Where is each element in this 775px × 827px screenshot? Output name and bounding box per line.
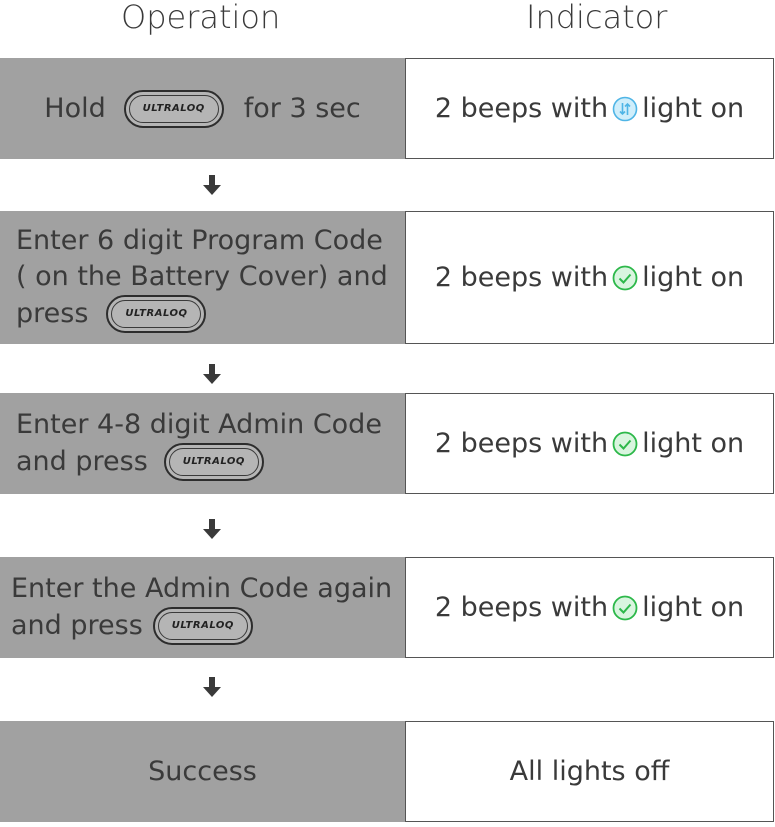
step-1-row: Hold ULTRALOQ for 3 sec 2 beeps with lig…	[0, 58, 774, 159]
down-arrow-icon	[203, 677, 221, 697]
step-2-op-line-2: ( on the Battery Cover) and	[16, 260, 388, 292]
step-3-indicator: 2 beeps with light on	[405, 393, 774, 494]
step-4-operation: Enter the Admin Code again and press ULT…	[0, 557, 405, 658]
step-4-indicator: 2 beeps with light on	[405, 557, 774, 658]
ultraloq-button-icon: ULTRALOQ	[123, 89, 224, 128]
step-4-ind-post: light on	[642, 592, 745, 623]
step-4-op-line-2: and press ULTRALOQ	[11, 606, 405, 645]
wifi-exchange-icon	[612, 96, 638, 121]
step-2-ind-pre: 2 beeps with	[434, 262, 609, 293]
step-1-op-text-pre: Hold	[44, 92, 106, 124]
step-3-ind-post: light on	[642, 428, 745, 459]
step-2-op-line-3: press ULTRALOQ	[16, 294, 405, 333]
step-1-operation: Hold ULTRALOQ for 3 sec	[0, 58, 405, 159]
step-1-indicator: 2 beeps with light on	[405, 58, 774, 159]
step-2-operation: Enter 6 digit Program Code ( on the Batt…	[0, 211, 405, 344]
step-3-operation: Enter 4-8 digit Admin Code and press ULT…	[0, 393, 405, 494]
success-label: Success	[148, 755, 257, 787]
step-3-row: Enter 4-8 digit Admin Code and press ULT…	[0, 393, 774, 494]
step-5-row: Success All lights off	[0, 721, 774, 822]
ultraloq-button-icon: ULTRALOQ	[152, 606, 253, 645]
step-5-indicator: All lights off	[405, 721, 774, 822]
operation-header: Operation	[121, 0, 281, 36]
step-3-op-line-2: and press ULTRALOQ	[16, 442, 405, 481]
step-3-op-line-1: Enter 4-8 digit Admin Code	[16, 408, 382, 440]
all-lights-off-label: All lights off	[509, 756, 670, 787]
step-2-indicator: 2 beeps with light on	[405, 211, 774, 344]
ultraloq-button-icon: ULTRALOQ	[106, 294, 207, 333]
step-2-op-line-1: Enter 6 digit Program Code	[16, 224, 383, 256]
down-arrow-icon	[203, 519, 221, 539]
step-4-ind-pre: 2 beeps with	[434, 592, 609, 623]
step-5-operation: Success	[0, 721, 405, 822]
green-check-icon	[612, 431, 638, 456]
indicator-header: Indicator	[526, 0, 668, 36]
green-check-icon	[612, 595, 638, 620]
ultraloq-button-icon: ULTRALOQ	[163, 442, 264, 481]
step-4-op-line-1: Enter the Admin Code again	[11, 572, 393, 604]
step-4-row: Enter the Admin Code again and press ULT…	[0, 557, 774, 658]
step-1-op-text-post: for 3 sec	[243, 92, 361, 124]
step-2-ind-post: light on	[642, 262, 745, 293]
down-arrow-icon	[203, 175, 221, 195]
step-3-ind-pre: 2 beeps with	[434, 428, 609, 459]
green-check-icon	[612, 265, 638, 290]
step-2-row: Enter 6 digit Program Code ( on the Batt…	[0, 211, 774, 344]
down-arrow-icon	[203, 364, 221, 384]
step-1-ind-post: light on	[642, 93, 745, 124]
step-1-ind-pre: 2 beeps with	[434, 93, 609, 124]
